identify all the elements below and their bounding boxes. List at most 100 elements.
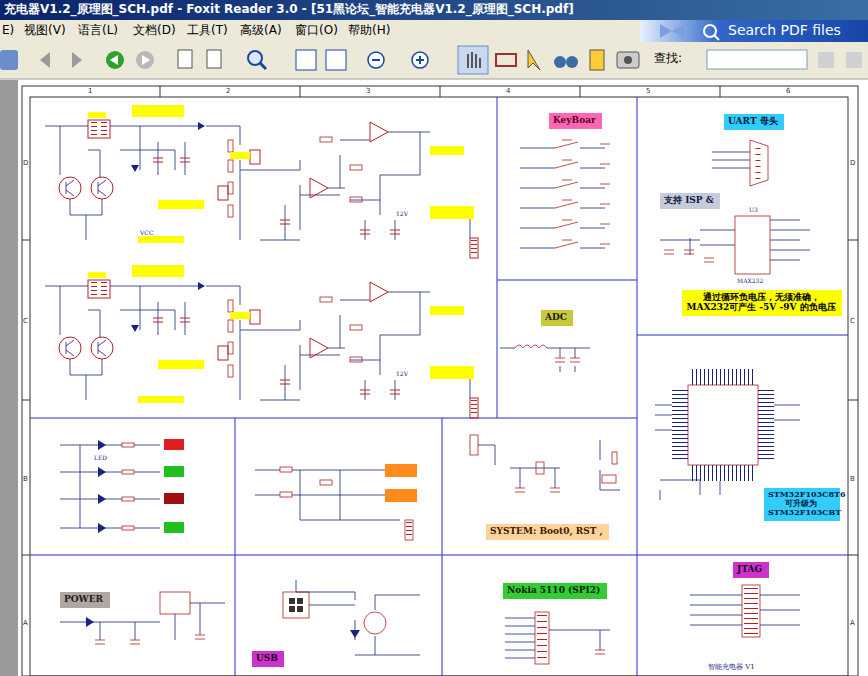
- key-switches-part: [520, 148, 605, 248]
- tag-text: UART 母头: [728, 116, 780, 126]
- grid-marker: B: [850, 476, 855, 484]
- lcd-connector-part: [537, 615, 547, 662]
- page-part: [18, 80, 868, 676]
- led-indicators: [60, 439, 184, 533]
- menu-item: 视图(V): [24, 24, 66, 37]
- schematic-label: 12V: [396, 371, 408, 378]
- toolbar-part: [260, 63, 266, 69]
- label-tag: SYSTEM: Boot0, RST ,: [486, 524, 609, 540]
- grid-marker: B: [23, 476, 28, 484]
- schematic-label: 12V: [396, 211, 408, 218]
- adc-filter: [500, 345, 590, 372]
- tag-text: POWER: [64, 594, 106, 604]
- menu-bar-part: [714, 35, 719, 40]
- toolbar-part: [416, 56, 424, 64]
- label-tag: STM32F103C8T6 可升级为 STM32F103CBT: [764, 488, 840, 521]
- toolbar-part: [846, 52, 862, 68]
- usb-connector-part: [283, 592, 309, 618]
- toolbar-part: [0, 50, 18, 70]
- grid-marker: C: [850, 318, 855, 326]
- page-part: [22, 86, 858, 676]
- lcd-connector-part: [595, 650, 605, 654]
- tag-text: USB: [256, 653, 280, 663]
- menu-item: 帮助(H): [348, 24, 390, 37]
- power-regulator-part: [60, 603, 225, 640]
- power-regulator-part: [160, 592, 190, 614]
- menu-bar: [0, 20, 868, 42]
- led-indicators-part: [60, 445, 160, 528]
- title-bar-part: [0, 0, 868, 20]
- switch-circuit-part: [320, 480, 332, 485]
- toolbar-part: [707, 50, 807, 69]
- lcd-connector: [505, 612, 610, 664]
- led-indicators-part: [98, 467, 106, 477]
- mcu-chip-part: [692, 465, 754, 481]
- led-indicators-part: [98, 440, 106, 450]
- toolbar-part: [142, 55, 150, 65]
- switch-circuit-part: [280, 492, 292, 497]
- switch-circuit-part: [406, 522, 412, 538]
- toolbar-part: [624, 56, 632, 64]
- led-indicators-part: [98, 523, 106, 533]
- grid-marker: A: [23, 620, 28, 628]
- label-tag: JTAG: [733, 562, 769, 578]
- key-switches: [520, 140, 610, 248]
- led-indicators-part: [164, 466, 184, 477]
- lcd-connector-part: [505, 618, 610, 658]
- usb-connector-part: [297, 606, 303, 612]
- grid-marker: 1: [88, 88, 92, 96]
- switch-circuit-part: [385, 464, 417, 477]
- page-part: [30, 97, 848, 676]
- clock-reset-part: [612, 452, 617, 464]
- adc-filter-part: [555, 358, 580, 362]
- uart-connector: [660, 140, 810, 274]
- label-tag: KeyBoar: [549, 113, 602, 129]
- tag-text: SYSTEM: Boot0, RST ,: [490, 526, 605, 536]
- clock-reset: [470, 435, 620, 492]
- toolbar-part: [136, 51, 154, 69]
- grid-marker: 6: [786, 88, 790, 96]
- toolbar-part: [818, 52, 834, 68]
- key-switches-part: [555, 140, 578, 248]
- page: [0, 80, 868, 676]
- usb-connector-part: [289, 606, 295, 612]
- mcu-chip-part: [688, 385, 758, 465]
- label-tag: ADC: [541, 310, 573, 326]
- menu-bar-part: [640, 20, 868, 42]
- mcu-chip-part: [655, 405, 800, 500]
- menu-item: 高级(A): [240, 24, 282, 37]
- menu-item: 语言(L): [78, 24, 118, 37]
- menu-bar-part: [0, 20, 868, 42]
- usb-connector: [283, 580, 420, 655]
- mcu-chip: [655, 377, 800, 500]
- tag-text: 通过循环负电压，无须准确，MAX232可产生 -5V -9V 的负电压: [686, 292, 836, 313]
- tag-text: ADC: [545, 312, 569, 322]
- menu-item: 文档(D): [133, 24, 176, 37]
- clock-reset-part: [515, 488, 560, 492]
- label-tag: 支持 ISP &: [660, 193, 720, 209]
- led-indicators-part: [98, 494, 106, 504]
- led-indicators-part: [164, 522, 184, 533]
- tag-text: 支持 ISP &: [664, 195, 716, 205]
- grid-marker: 5: [646, 88, 650, 96]
- grid-marker: C: [23, 318, 28, 326]
- menu-item: 窗口(O): [295, 24, 338, 37]
- grid-marker: 2: [226, 88, 230, 96]
- toolbar-part: [368, 52, 384, 68]
- region-dividers-part: [30, 97, 848, 676]
- toolbar-part: [496, 54, 516, 66]
- label-tag: USB: [252, 651, 284, 667]
- led-indicators-part: [122, 497, 134, 501]
- clock-reset-part: [536, 462, 544, 474]
- led-indicators-part: [164, 493, 184, 504]
- usb-connector-part: [296, 580, 420, 655]
- toolbar-part: [326, 50, 346, 70]
- mcu-chip-part: [672, 390, 688, 460]
- toolbar-part: [106, 51, 124, 69]
- label-tag: 通过循环负电压，无须准确，MAX232可产生 -5V -9V 的负电压: [682, 290, 842, 316]
- toolbar-text: Search PDF files: [728, 23, 841, 38]
- uart-connector-part: [664, 250, 714, 262]
- tag-text: STM32F103C8T6 可升级为 STM32F103CBT: [768, 490, 834, 518]
- grid-marker: 4: [506, 88, 510, 96]
- adc-filter-part: [500, 348, 590, 372]
